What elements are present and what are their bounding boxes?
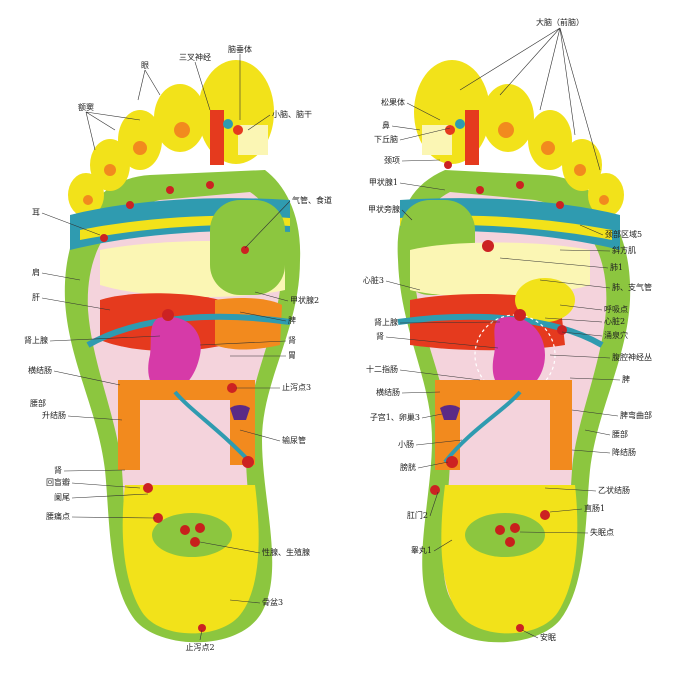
right-kidney-zone — [492, 316, 545, 392]
label-appendix: 阑尾 — [54, 492, 70, 502]
label-liver: 肝 — [32, 293, 40, 302]
label-heel: 止泻点2 — [185, 642, 214, 652]
label-sigmoid: 乙状结肠 — [598, 485, 630, 495]
label-pituitary: 脑垂体 — [228, 44, 252, 54]
label-pancreas: 止泻点3 — [282, 382, 311, 392]
label-adrenal-left: 脾 — [288, 315, 296, 325]
label-pineal: 松果体 — [381, 97, 405, 107]
label-neck: 颈项 — [384, 156, 400, 165]
label-splenic-flexure: 脾弯曲部 — [620, 410, 652, 420]
label-kidney-left: 肾上腺 — [24, 335, 48, 345]
label-parathyroid: 甲状旁腺 — [368, 204, 400, 214]
label-cerebellum: 小脑、脑干 — [272, 109, 312, 119]
label-ear: 耳 — [32, 208, 40, 217]
right-toe-2 — [482, 84, 534, 152]
label-yongquan: 涌泉穴 — [604, 330, 628, 340]
label-bronchus: 肺、支气管 — [612, 282, 652, 292]
label-spleen: 脾 — [622, 374, 630, 384]
left-toe-2 — [154, 84, 206, 152]
label-rectum-left: 肛门2 — [407, 510, 428, 520]
label-gonads: 性腺、生殖腺 — [262, 547, 310, 557]
label-solar: 心脏2 — [604, 316, 625, 326]
label-hypothalamus: 下丘脑 — [374, 134, 398, 144]
label-insomnia: 失眠点 — [590, 527, 614, 537]
label-bladder-right: 膀胱 — [400, 462, 416, 472]
left-colon-zone — [118, 380, 255, 470]
label-stomach: 胃 — [288, 351, 296, 360]
label-lumbar-right: 腰部 — [612, 429, 628, 439]
label-kidney2: 肾 — [54, 466, 62, 475]
right-foot-labels: 大脑（前脑） 松果体 鼻 下丘脑 颈项 甲状腺1 甲状旁腺 心脏3 肾上腺 肾 … — [363, 17, 652, 642]
label-ureter: 输尿管 — [282, 435, 306, 445]
label-lung-right: 肺1 — [610, 263, 623, 272]
left-toe-5 — [68, 173, 104, 217]
label-heart: 心脏3 — [363, 275, 384, 285]
label-kidney-right: 肾 — [376, 332, 384, 341]
label-trapezius: 斜方肌 — [612, 245, 636, 255]
label-diaphragm: 呼吸点 — [604, 304, 628, 314]
left-foot-labels: 眼 三叉神经 脑垂体 小脑、脑干 额窦 耳 气管、食道 肩 肝 甲状腺2 脾 肾… — [24, 44, 332, 652]
right-foot — [397, 60, 631, 643]
label-transverse-colon-right: 横结肠 — [376, 387, 400, 397]
right-toe-5 — [588, 173, 624, 217]
label-transverse-colon: 横结肠 — [28, 365, 52, 375]
label-trachea: 气管、食道 — [292, 195, 332, 205]
label-small-intestine: 小肠 — [398, 440, 414, 449]
label-anmian: 安眠 — [540, 632, 556, 642]
label-testis: 睾丸1 — [411, 545, 432, 555]
label-brain: 大脑（前脑） — [536, 17, 584, 27]
label-nose: 鼻 — [382, 120, 390, 130]
left-kidney-zone — [148, 316, 201, 393]
left-heel-zone — [122, 485, 259, 634]
left-toe-3 — [118, 110, 162, 170]
label-lung: 肩 — [32, 267, 40, 277]
label-pelvis: 骨盆3 — [262, 597, 283, 607]
label-thyroid1: 甲状腺1 — [369, 177, 398, 187]
label-uterus: 子宫1、卵巢3 — [370, 412, 420, 422]
label-eye: 眼 — [141, 61, 149, 70]
label-descending-colon: 降结肠 — [612, 447, 636, 457]
label-adrenal-right: 肾上腺 — [374, 317, 398, 327]
label-ileocecal: 回盲瓣 — [46, 477, 70, 487]
label-sinus: 额窦 — [78, 102, 94, 112]
label-kidney: 肾 — [288, 336, 296, 345]
label-trigeminal: 三叉神经 — [179, 52, 211, 62]
label-lumbar: 腰部 — [30, 398, 46, 408]
label-duodenum: 十二指肠 — [366, 364, 398, 374]
label-rectum-right: 直肠1 — [584, 503, 605, 513]
label-shoulder: 颈部区域5 — [605, 229, 642, 239]
label-bladder: 腰痛点 — [46, 511, 70, 521]
left-foot — [64, 60, 301, 643]
right-toe-3 — [528, 110, 572, 170]
label-ascending-colon: 升结肠 — [42, 410, 66, 420]
label-thyroid2: 甲状腺2 — [290, 295, 319, 305]
label-celiac: 腹腔神经丛 — [612, 352, 652, 362]
right-heel-zone — [441, 485, 578, 634]
